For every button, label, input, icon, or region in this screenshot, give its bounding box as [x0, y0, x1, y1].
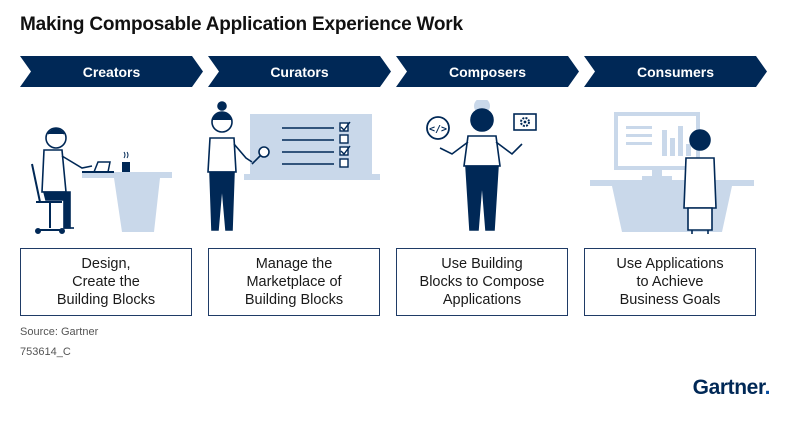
coffee-cup-icon: [122, 151, 130, 172]
chevron-label: Consumers: [636, 63, 715, 80]
person-icon: [207, 101, 253, 231]
source-note: Source: Gartner: [20, 326, 99, 338]
stage-description-composers: Use Building Blocks to Compose Applicati…: [396, 248, 568, 316]
checklist-icon: [282, 121, 351, 168]
consumer-at-monitor-illustration: [590, 112, 754, 234]
chair-icon: [31, 163, 65, 234]
code-icon: </>: [426, 116, 450, 140]
magnifier-icon: [251, 146, 270, 165]
chevron-consumers: Consumers: [584, 56, 767, 87]
page-title: Making Composable Application Experience…: [20, 14, 463, 35]
composer-illustration: </>: [426, 100, 537, 231]
chevron-label: Curators: [270, 63, 329, 80]
stage-description-consumers: Use Applications to Achieve Business Goa…: [584, 248, 756, 316]
laptop-icon: [82, 161, 114, 173]
document-id: 753614_C: [20, 346, 71, 358]
person-icon: [683, 129, 717, 234]
chevron-composers: Composers: [396, 56, 579, 87]
gear-icon: [513, 113, 537, 131]
desk-icon: [82, 172, 172, 232]
chevron-curators: Curators: [208, 56, 391, 87]
brand-name: Gartner: [692, 376, 765, 399]
person-icon: [439, 100, 523, 231]
person-icon: [41, 127, 93, 229]
stage-chevron-bar: Creators Curators Composers Consumers: [0, 56, 788, 88]
chevron-label: Creators: [82, 63, 141, 80]
stage-description-creators: Design, Create the Building Blocks: [20, 248, 192, 316]
desk-icon: [590, 180, 754, 232]
stage-description-curators: Manage the Marketplace of Building Block…: [208, 248, 380, 316]
svg-text:</>: </>: [429, 124, 447, 135]
gartner-logo: Gartner.: [692, 376, 771, 400]
brand-dot: .: [764, 376, 771, 399]
chevron-label: Composers: [448, 63, 527, 80]
chevron-creators: Creators: [20, 56, 203, 87]
creator-at-laptop-illustration: [31, 127, 172, 234]
curator-with-checklist-illustration: [207, 101, 380, 231]
board-icon: [244, 114, 380, 180]
bar-chart-icon: [626, 126, 691, 156]
